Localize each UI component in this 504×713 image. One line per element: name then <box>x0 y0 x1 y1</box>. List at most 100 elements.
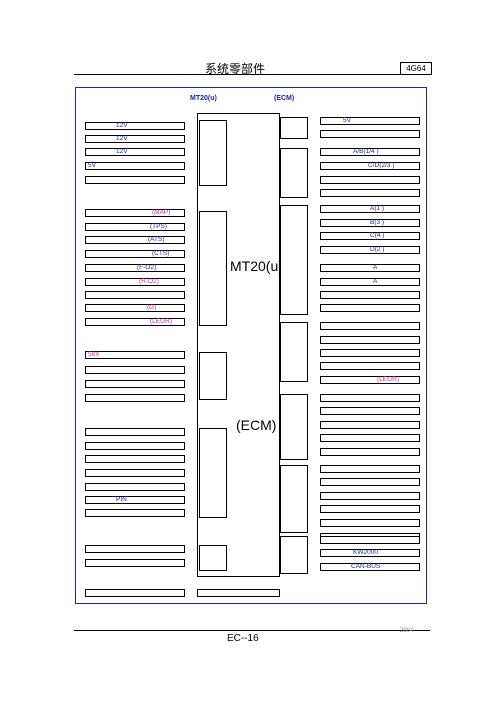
left-pin-label: (CTS) <box>152 250 170 257</box>
left-pin-box <box>85 442 185 450</box>
diagram-title-mt20: MT20(u) <box>190 95 217 102</box>
ecm-right-connector <box>280 536 308 574</box>
left-pin-box <box>85 162 185 170</box>
left-pin-box <box>85 509 185 517</box>
right-pin-box <box>320 536 420 544</box>
left-pin-label: (TPS) <box>150 223 167 230</box>
right-pin-label: CAN-BUS <box>351 563 381 570</box>
ground-bar-left <box>85 589 185 597</box>
right-pin-label: C/D(2/3 ) <box>368 162 395 169</box>
left-pin-box <box>85 236 185 244</box>
left-pin-label: PIN <box>116 496 127 503</box>
right-pin-label: A <box>373 278 378 285</box>
ecm-left-connector <box>199 352 227 400</box>
page-header-title: 系统零部件 <box>205 62 266 76</box>
right-pin-box <box>320 278 420 286</box>
right-pin-label: (LEGR) <box>377 376 400 383</box>
left-pin-box <box>85 545 185 553</box>
ecm-right-connector <box>280 394 308 460</box>
left-pin-label: 12V <box>116 122 128 129</box>
right-pin-box <box>320 336 420 344</box>
left-pin-box <box>85 223 185 231</box>
left-pin-label: (LEGR) <box>150 318 173 325</box>
left-pin-box <box>85 455 185 463</box>
ecm-body <box>197 113 280 577</box>
right-pin-label: B(3 ) <box>370 219 385 226</box>
ecm-right-connector <box>280 465 308 533</box>
right-pin-box <box>320 362 420 370</box>
right-pin-box <box>320 478 420 486</box>
right-pin-box <box>320 448 420 456</box>
ecm-label-ecm: (ECM) <box>236 417 277 433</box>
ecm-left-connector <box>199 120 227 186</box>
ecm-left-connector <box>199 428 227 518</box>
left-pin-label: 58X <box>88 351 100 358</box>
right-pin-label: A(1 ) <box>370 205 385 212</box>
right-pin-box <box>320 322 420 330</box>
left-pin-box <box>85 291 185 299</box>
left-pin-box <box>85 304 185 312</box>
ecm-label-mt20: MT20(u) <box>230 258 283 274</box>
left-pin-box <box>85 122 185 130</box>
page-number: EC--16 <box>227 633 259 644</box>
right-pin-box <box>320 505 420 513</box>
right-pin-box <box>320 465 420 473</box>
right-pin-box <box>320 519 420 527</box>
left-pin-label: (F-O2) <box>137 264 157 271</box>
right-pin-box <box>320 563 420 571</box>
right-pin-box <box>320 148 420 156</box>
left-pin-box <box>85 135 185 143</box>
left-pin-box <box>85 483 185 491</box>
left-pin-label: (R-O2) <box>139 278 159 285</box>
right-pin-box <box>320 130 420 138</box>
left-pin-box <box>85 366 185 374</box>
right-pin-label: KW2000 <box>353 549 378 556</box>
left-pin-box <box>85 380 185 388</box>
left-pin-box <box>85 394 185 402</box>
right-pin-box <box>320 117 420 125</box>
left-pin-label: 5V <box>88 162 96 169</box>
left-pin-label: (MAP) <box>152 209 171 216</box>
right-pin-box <box>320 189 420 197</box>
ecm-right-connector <box>280 117 308 139</box>
right-pin-label: A/B(1/4 ) <box>353 148 379 155</box>
left-pin-box <box>85 278 185 286</box>
right-pin-box <box>320 376 420 384</box>
right-pin-box <box>320 232 420 240</box>
footer-rule <box>74 630 430 631</box>
right-pin-box <box>320 434 420 442</box>
right-pin-box <box>320 246 420 254</box>
right-pin-box <box>320 492 420 500</box>
left-pin-box <box>85 318 185 326</box>
left-pin-label: 12V <box>116 148 128 155</box>
left-pin-label: (G) <box>147 304 157 311</box>
ecm-right-connector <box>280 148 308 198</box>
ecm-left-connector <box>199 545 227 571</box>
right-pin-box <box>320 394 420 402</box>
right-pin-label: D(2 ) <box>370 246 385 253</box>
left-pin-box <box>85 559 185 567</box>
right-pin-box <box>320 349 420 357</box>
right-pin-box <box>320 291 420 299</box>
footer-note: 2004 <box>400 628 414 634</box>
ecm-right-connector <box>280 322 308 382</box>
diagram-title-ecm: (ECM) <box>274 95 295 102</box>
left-pin-box <box>85 428 185 436</box>
left-pin-box <box>85 209 185 217</box>
right-pin-box <box>320 205 420 213</box>
right-pin-label: 5V <box>343 117 351 124</box>
left-pin-box <box>85 496 185 504</box>
left-pin-box <box>85 250 185 258</box>
diagram-frame <box>75 87 427 604</box>
left-pin-label: (ATS) <box>148 236 165 243</box>
right-pin-box <box>320 176 420 184</box>
left-pin-box <box>85 469 185 477</box>
right-pin-label: A <box>373 264 378 271</box>
header-rule <box>74 74 430 75</box>
right-pin-label: C(4 ) <box>370 232 385 239</box>
left-pin-box <box>85 351 185 359</box>
right-pin-box <box>320 304 420 312</box>
right-pin-box <box>320 264 420 272</box>
ecm-left-connector <box>199 211 227 326</box>
ground-bar-center <box>197 589 280 597</box>
